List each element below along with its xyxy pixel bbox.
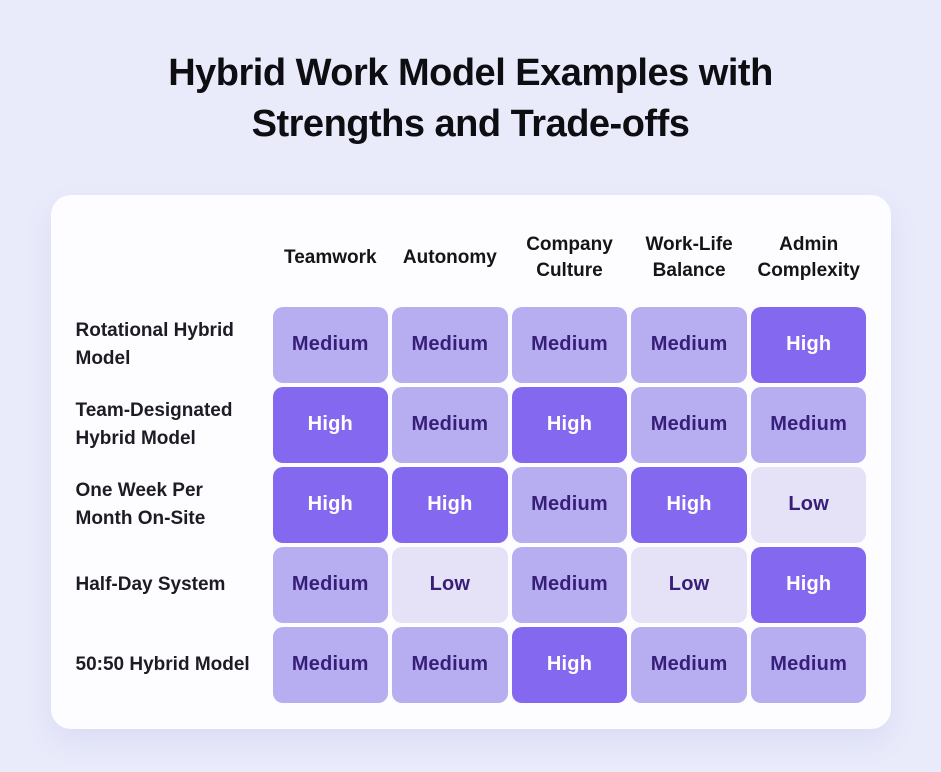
row-label: Half-Day System (75, 573, 226, 595)
matrix-cell: Medium (392, 386, 508, 463)
column-header: Admin Complexity (757, 233, 860, 281)
matrix-cell: High (750, 546, 867, 623)
matrix-cell: Medium (272, 306, 389, 383)
matrix-cell: High (272, 466, 389, 543)
matrix-cell: High (511, 626, 628, 703)
matrix-cell: Medium (392, 306, 508, 383)
matrix-cell: Medium (631, 386, 747, 463)
matrix-cell: Medium (272, 626, 389, 703)
matrix-cell: High (750, 306, 867, 383)
matrix-cell: Medium (511, 546, 628, 623)
row-label: One Week Per Month On-Site (75, 480, 206, 529)
matrix-cell: Medium (750, 386, 867, 463)
matrix-cell: Medium (392, 626, 508, 703)
matrix-cell: Low (750, 466, 867, 543)
matrix-cell: Medium (511, 306, 628, 383)
matrix-cell: Medium (631, 626, 747, 703)
matrix-cell: High (392, 466, 508, 543)
row-label: Rotational Hybrid Model (75, 320, 234, 369)
matrix-cell: High (631, 466, 747, 543)
matrix-grid: Teamwork Autonomy Company Culture Work-Life… (76, 227, 867, 703)
page-title: Hybrid Work Model Examples with Strength… (168, 52, 773, 146)
matrix-cell: Low (631, 546, 747, 623)
column-header: Teamwork (284, 246, 377, 268)
matrix-cell: High (272, 386, 389, 463)
matrix-cell: Medium (631, 306, 747, 383)
matrix-cell: Low (392, 546, 508, 623)
matrix-cell: Medium (511, 466, 628, 543)
matrix-card: Teamwork Autonomy Company Culture Work-Life… (50, 194, 891, 729)
column-header: Autonomy (402, 246, 497, 268)
matrix-corner-spacer (76, 227, 269, 289)
column-header: Work-Life Balance (645, 233, 733, 281)
matrix-cell: Medium (272, 546, 389, 623)
row-label: 50:50 Hybrid Model (75, 653, 250, 675)
matrix-cell: High (511, 386, 628, 463)
matrix-cell: Medium (750, 626, 867, 703)
column-header: Company Culture (526, 233, 613, 281)
row-label: Team-Designated Hybrid Model (75, 400, 233, 449)
